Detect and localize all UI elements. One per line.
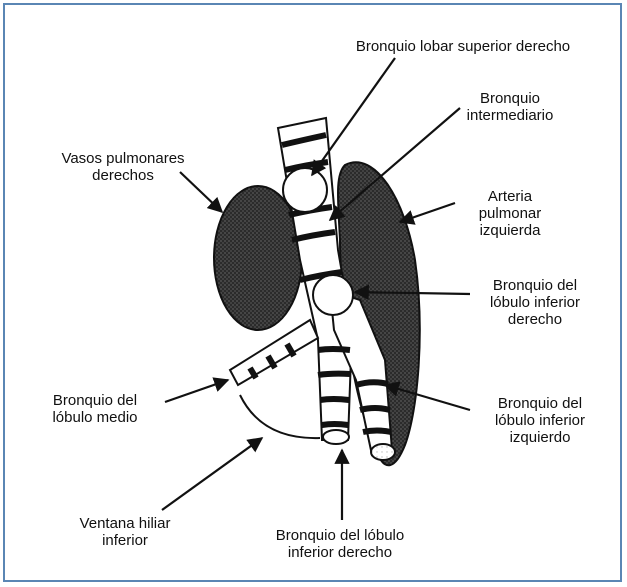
label-right-pulmonary-vessels: Vasos pulmonares derechos	[38, 150, 208, 184]
arrow-upper-lobe	[312, 58, 395, 175]
label-right-upper-lobar-bronchus: Bronquio lobar superior derecho	[308, 38, 618, 55]
label-right-lower-lobe-bronchus-side: Bronquio del lóbulo inferior derecho	[470, 277, 600, 328]
right-upper-lobe-bronchus-circle	[283, 168, 327, 212]
label-left-pulmonary-artery: Arteria pulmonar izquierda	[455, 188, 565, 239]
arrow-left-artery	[400, 203, 455, 222]
inferior-hilar-window-arc	[240, 395, 320, 438]
label-intermediate-bronchus: Bronquio intermediario	[440, 90, 580, 124]
label-left-lower-lobe-bronchus: Bronquio del lóbulo inferior izquierdo	[470, 395, 610, 446]
label-inferior-hilar-window: Ventana hiliar inferior	[50, 515, 200, 549]
arrow-hilar-window	[162, 438, 262, 510]
label-middle-lobe-bronchus: Bronquio del lóbulo medio	[25, 392, 165, 426]
right-pulmonary-vessels-shape	[214, 186, 302, 330]
inferior-bronchus-opening	[323, 430, 349, 444]
label-right-lower-lobe-bronchus-bottom: Bronquio del lóbulo inferior derecho	[245, 527, 435, 561]
left-bronchus-opening	[371, 444, 395, 460]
right-lower-lobe-bronchus-circle	[313, 275, 353, 315]
middle-lobe-bronchus-shape	[230, 320, 318, 385]
arrow-middle-lobe	[165, 380, 228, 402]
